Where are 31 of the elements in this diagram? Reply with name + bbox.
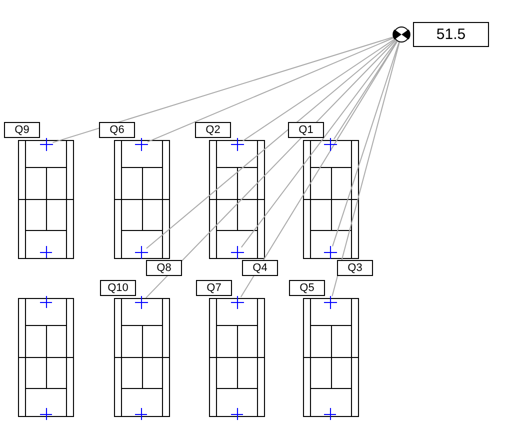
point-label: Q6: [99, 122, 135, 138]
cross-marker: [135, 246, 148, 259]
value-box: 51.5: [413, 22, 489, 47]
point-label: Q5: [289, 280, 325, 296]
connector-line: [332, 42, 400, 297]
point-label: Q7: [196, 280, 232, 296]
cross-marker: [231, 138, 244, 151]
connector-line: [146, 40, 396, 298]
connector-line: [240, 40, 398, 298]
cross-marker: [40, 138, 53, 151]
point-label: Q9: [4, 122, 40, 138]
point-label: Q2: [195, 122, 231, 138]
cross-marker: [231, 296, 244, 309]
target-icon: [393, 26, 410, 43]
point-label: Q4: [242, 260, 278, 276]
connector-line: [332, 42, 400, 247]
connector-line: [146, 39, 396, 249]
point-label: Q1: [288, 122, 324, 138]
cross-marker: [324, 296, 337, 309]
connector-line: [146, 37, 395, 142]
cross-marker: [135, 138, 148, 151]
cross-marker: [135, 296, 148, 309]
cross-marker: [324, 138, 337, 151]
connector-line: [52, 36, 394, 144]
connector-line: [240, 40, 398, 248]
cross-marker: [324, 246, 337, 259]
cross-marker: [231, 246, 244, 259]
point-label: Q10: [100, 280, 136, 296]
connector-line: [242, 38, 396, 142]
point-label: Q3: [337, 260, 373, 276]
point-label: Q8: [146, 260, 182, 276]
